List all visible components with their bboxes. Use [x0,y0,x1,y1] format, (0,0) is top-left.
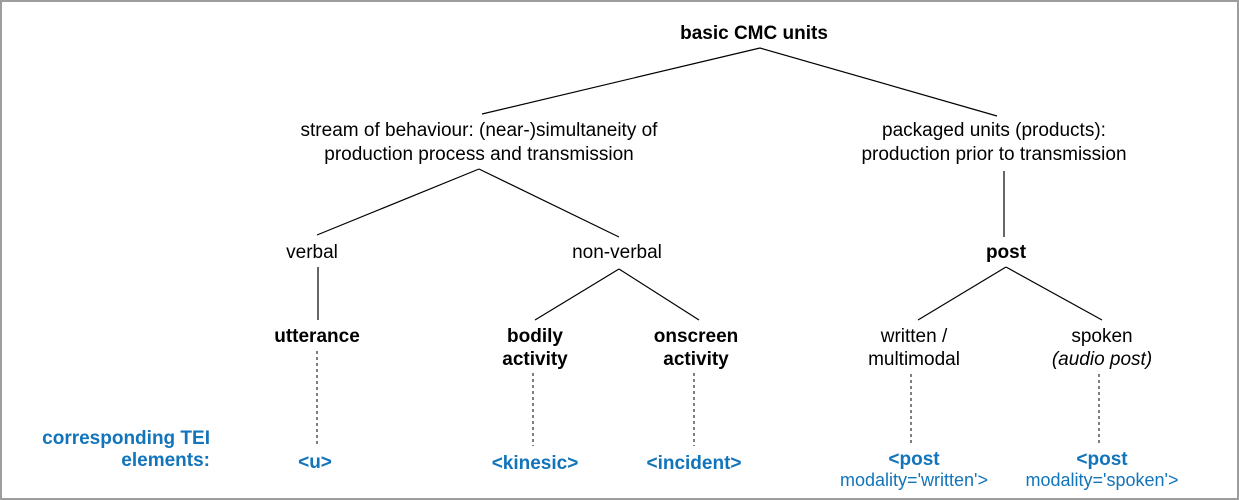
edge-root-packaged [759,47,998,117]
node-bodily-activity: bodily activity [502,325,567,371]
tei-post-spoken-line1: <post [1076,449,1128,470]
tei-element-post-spoken: <post modality='spoken'> [1026,450,1179,491]
tei-element-incident: <incident> [646,453,742,474]
node-written-multimodal: written / multimodal [868,325,960,371]
node-post: post [985,242,1027,263]
node-written-line2: multimodal [868,349,960,370]
node-stream-of-behaviour: stream of behaviour: (near-)simultaneity… [301,119,658,167]
node-stream-line1: stream of behaviour: (near-)simultaneity… [300,120,658,141]
edge-root-stream [481,47,761,115]
tei-element-u: <u> [298,452,332,473]
tei-post-written-line2: modality='written'> [840,470,988,490]
node-stream-line2: production process and transmission [324,144,634,165]
node-packaged-units: packaged units (products): production pr… [861,119,1126,167]
tei-post-spoken-line2: modality='spoken'> [1025,470,1179,490]
edge-post-spoken [1005,266,1103,321]
edge-stream-nonverbal [478,168,620,238]
tei-element-post-written: <post modality='written'> [840,450,988,491]
node-bodily-line1: bodily [507,326,563,347]
edge-nonverbal-bodily [534,268,620,321]
node-utterance: utterance [274,326,360,347]
tei-caption-line1: corresponding TEI [42,428,210,449]
edge-stream-verbal [316,168,480,236]
node-spoken-audio-post: spoken (audio post) [1052,325,1152,371]
node-spoken-line1: spoken [1071,326,1133,347]
node-bodily-line2: activity [502,349,568,370]
node-non-verbal: non-verbal [572,242,662,263]
node-packaged-line1: packaged units (products): [882,120,1106,141]
node-verbal: verbal [286,242,338,263]
edge-post-written [917,266,1007,321]
tei-element-kinesic: <kinesic> [491,453,579,474]
node-onscreen-line1: onscreen [653,326,739,347]
node-packaged-line2: production prior to transmission [861,144,1127,165]
tei-caption-line2: elements: [121,450,210,471]
node-onscreen-activity: onscreen activity [654,325,738,371]
node-spoken-line2: (audio post) [1051,349,1153,370]
node-onscreen-line2: activity [663,349,729,370]
tei-post-written-line1: <post [888,449,940,470]
node-basic-cmc-units: basic CMC units [680,23,828,44]
node-written-line1: written / [880,326,948,347]
edge-nonverbal-onscreen [618,268,700,321]
tei-caption: corresponding TEI elements: [32,428,210,472]
